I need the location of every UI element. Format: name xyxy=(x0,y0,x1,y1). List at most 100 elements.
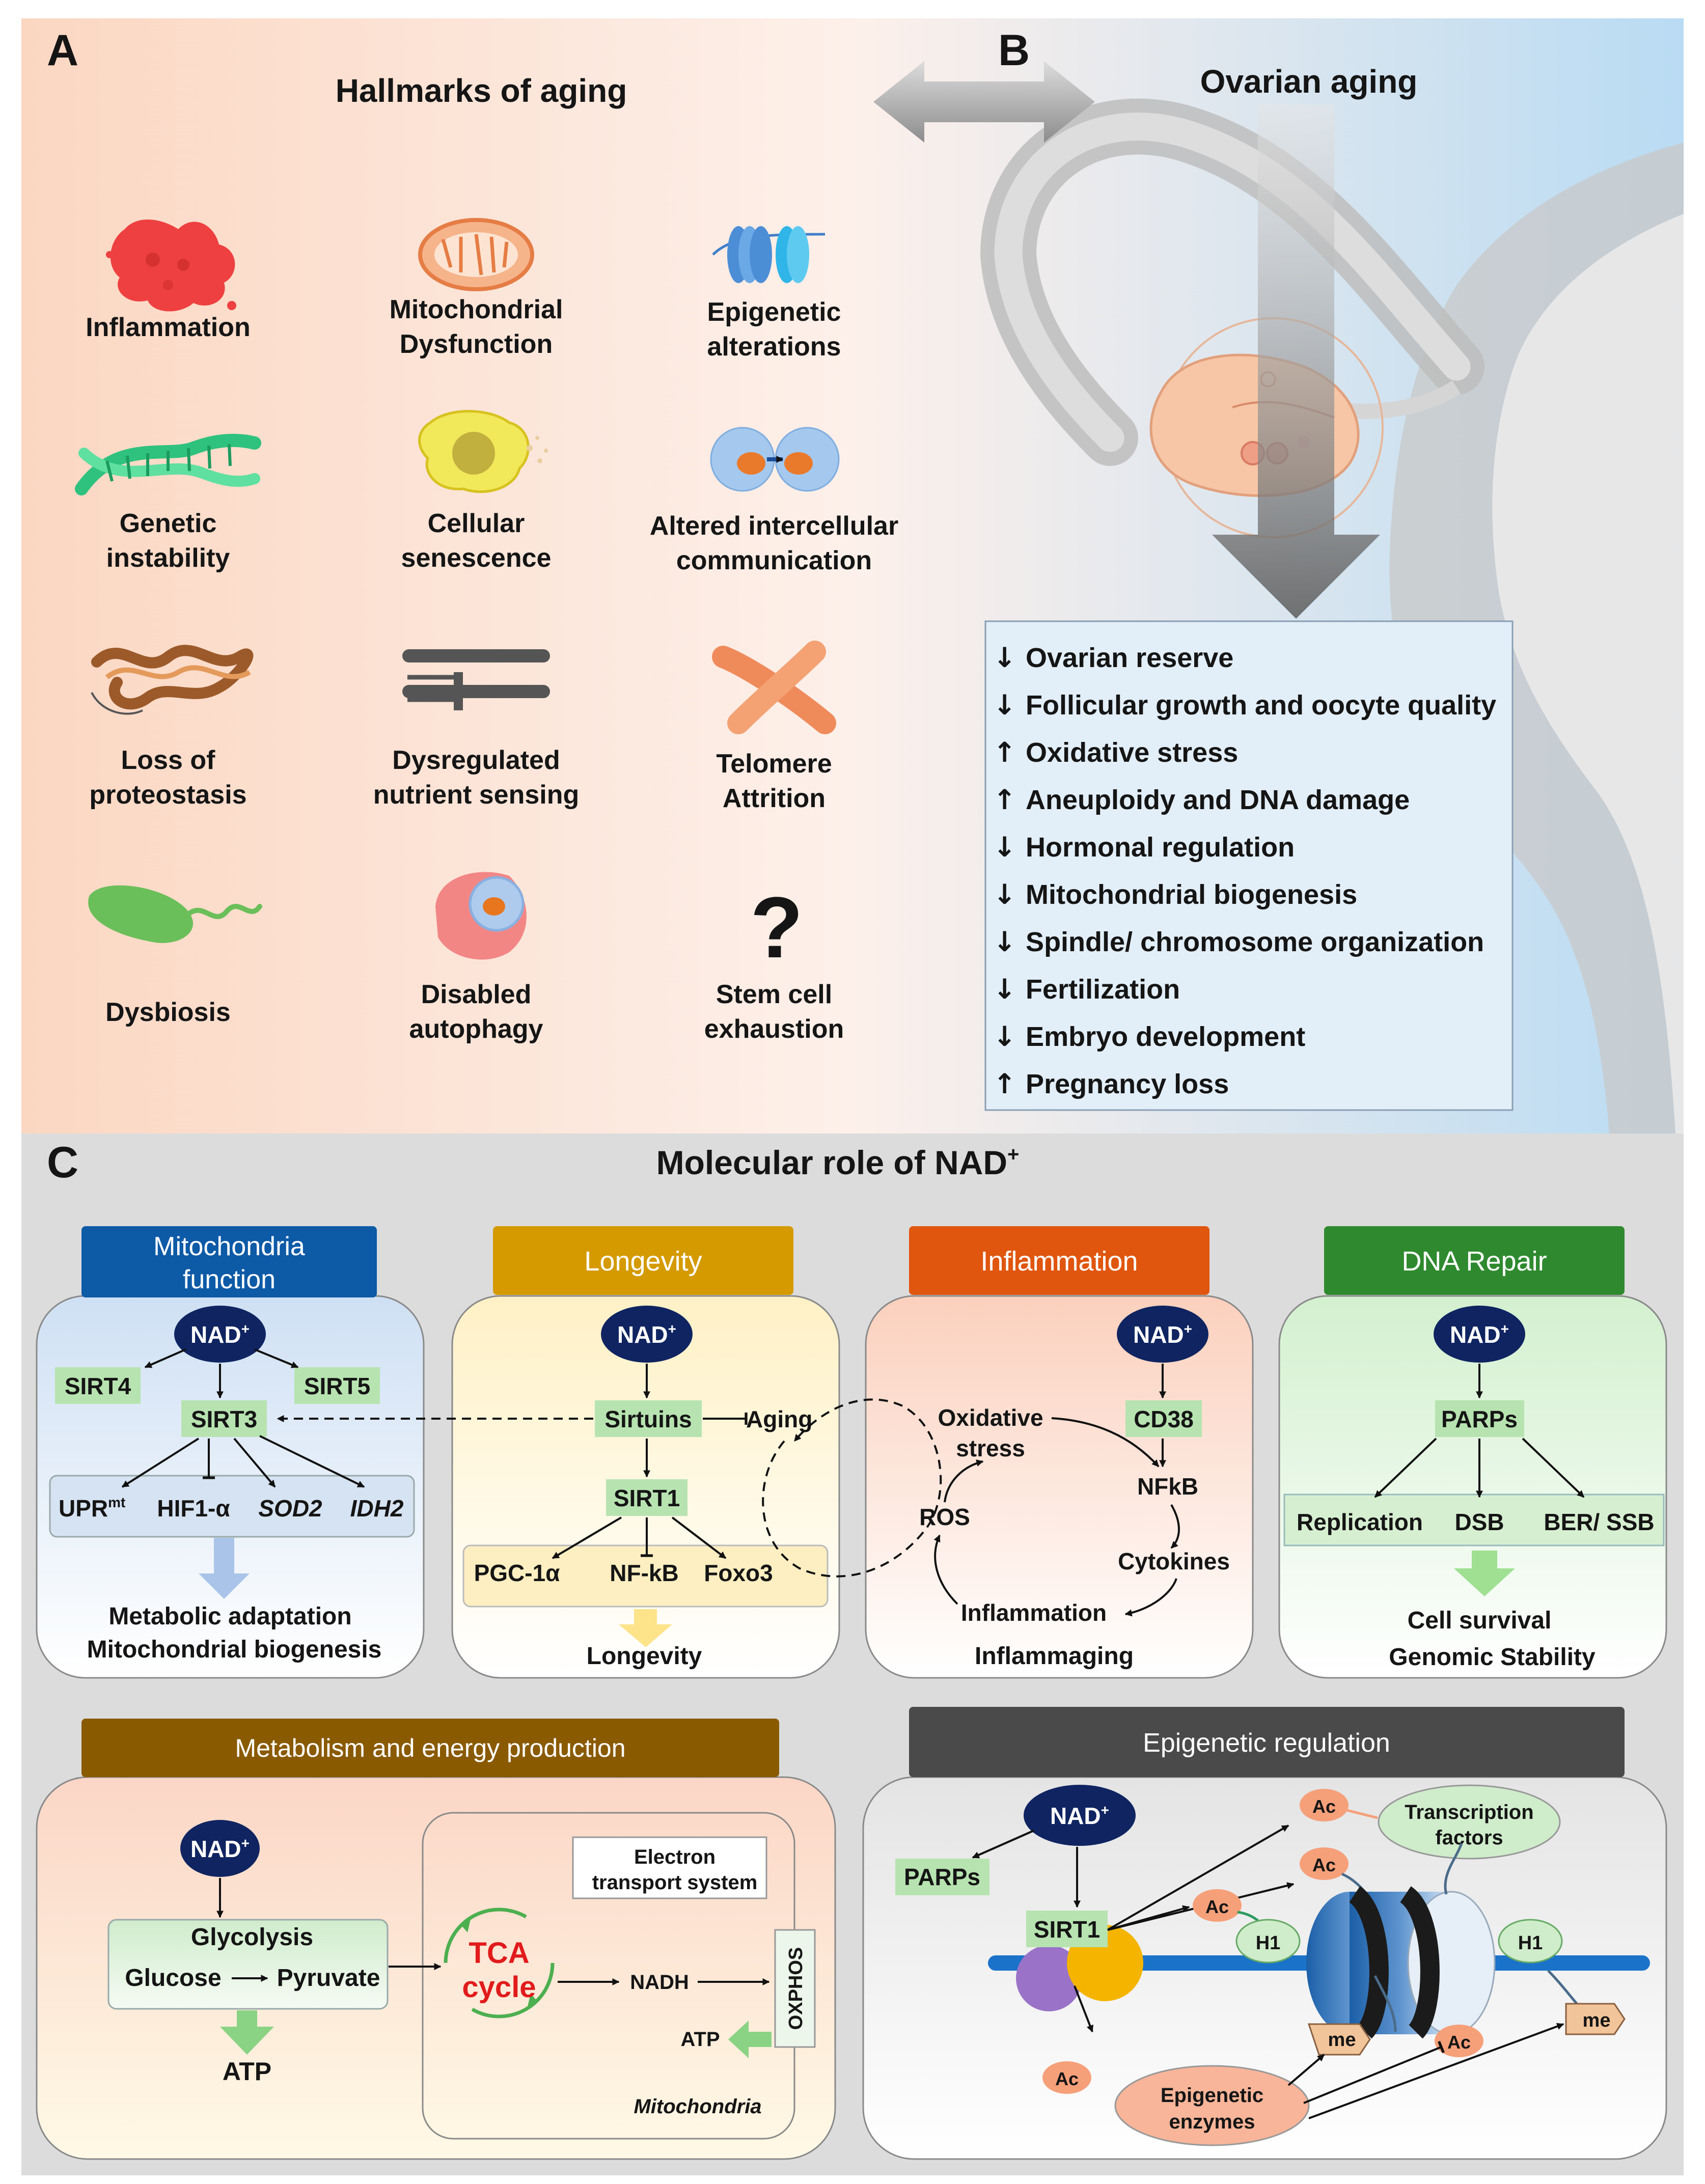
nad-label: NAD+ xyxy=(1450,1321,1509,1348)
nad-label: NAD+ xyxy=(617,1321,676,1348)
epigenetic-header-text: Epigenetic regulation xyxy=(1143,1728,1390,1758)
dna-box xyxy=(1278,1295,1667,1679)
inflammation-box xyxy=(865,1295,1254,1679)
panel-c-letter: C xyxy=(47,1138,78,1187)
dna-header-text: DNA Repair xyxy=(1401,1246,1547,1277)
mito-down-arrow xyxy=(199,1538,250,1599)
hallmark-label: Altered intercellular xyxy=(650,511,898,541)
nad-oval xyxy=(1024,1785,1136,1846)
hallmark-label: communication xyxy=(676,546,872,575)
dna-icon xyxy=(75,433,261,495)
effect-arrow-icon: ↓ xyxy=(993,1020,1026,1053)
foxo3-label: Foxo3 xyxy=(704,1560,773,1586)
acetyl-tag xyxy=(1435,2025,1483,2057)
hallmark-label: Telomere xyxy=(716,749,832,779)
hallmark-label: alterations xyxy=(707,332,841,362)
hallmark-label: instability xyxy=(106,543,230,573)
epigenetic-pathway: PARPs SIRT1 Ac Transcription factors Ac … xyxy=(895,1784,1650,2146)
nad-label: NAD+ xyxy=(190,1835,250,1862)
mito-header xyxy=(81,1226,377,1297)
hallmark-label: Mitochondrial xyxy=(390,295,563,324)
dna-outcome: Cell survival xyxy=(1408,1607,1552,1634)
senescent-cell-icon xyxy=(418,410,548,493)
ovarian-effect-item: ↑ Aneuploidy and DNA damage xyxy=(993,784,1410,816)
effect-text: Ovarian reserve xyxy=(1026,643,1233,673)
dna-outcome: Genomic Stability xyxy=(1389,1644,1596,1671)
hallmark-label: exhaustion xyxy=(704,1014,844,1044)
nfkb-label: NF-kB xyxy=(610,1560,678,1586)
longevity-pathway: Sirtuins Aging SIRT1 PGC-1α NF-kB Foxo3 … xyxy=(277,1364,829,1670)
panel-b-title: Ovarian aging xyxy=(1200,63,1418,100)
mito-header-text: function xyxy=(183,1265,276,1294)
acetyl-tag xyxy=(1042,2061,1091,2094)
dna-header xyxy=(1324,1226,1625,1295)
effect-text: Aneuploidy and DNA damage xyxy=(1026,785,1410,815)
effect-text: Follicular growth and oocyte quality xyxy=(1026,690,1496,721)
question-mark-icon: ? xyxy=(750,879,803,976)
nad-oval xyxy=(1117,1306,1208,1363)
inflammation-icon xyxy=(106,219,236,312)
dsb-label: DSB xyxy=(1454,1509,1504,1535)
sirt1-label: SIRT1 xyxy=(614,1485,680,1511)
mito-pathway: SIRT4 SIRT5 SIRT3 UPRmt HIF1-α SOD2 IDH2… xyxy=(49,1348,415,1663)
pgc-label: PGC-1α xyxy=(474,1560,560,1586)
acetyl-tag xyxy=(1300,1789,1349,1821)
nadh-label: NADH xyxy=(630,1971,689,1994)
panel-a-title: Hallmarks of aging xyxy=(336,72,627,109)
glucose-label: Glucose xyxy=(125,1965,221,1992)
longevity-down-arrow xyxy=(619,1609,672,1647)
hallmark-label: autophagy xyxy=(409,1014,543,1044)
epigenetic-header xyxy=(909,1707,1625,1777)
ovarian-effect-item: ↓ Mitochondrial biogenesis xyxy=(993,878,1357,910)
transcription-factors xyxy=(1378,1784,1561,1860)
sirt1-complex xyxy=(1016,1945,1082,2011)
acetyl-tag xyxy=(1193,1889,1242,1922)
oxidative-stress-label: Oxidative xyxy=(938,1404,1043,1431)
atp-label: ATP xyxy=(680,2028,720,2051)
hallmark-labels: Inflammation Mitochondrial Dysfunction E… xyxy=(86,295,898,1044)
oxphos-label: OXPHOS xyxy=(785,1947,807,2030)
inflammation-pathway: CD38 Oxidative stress NFkB ROS Cytokines… xyxy=(919,1364,1230,1670)
atp-left-arrow xyxy=(728,2021,772,2058)
dna-down-arrow xyxy=(1454,1551,1515,1596)
inflammation-header xyxy=(909,1226,1209,1295)
methyl-tag xyxy=(1307,2023,1371,2056)
hallmark-label: Disabled xyxy=(421,980,532,1009)
methyl-tag xyxy=(1565,2003,1626,2035)
ovarian-effect-item: ↓ Follicular growth and oocyte quality xyxy=(993,689,1496,721)
cell-communication-icon xyxy=(710,427,840,492)
oxphos-box xyxy=(774,1929,816,2048)
histone-h1 xyxy=(1235,1919,1301,1964)
nad-label: NAD+ xyxy=(190,1321,250,1348)
ovarian-effect-item: ↓ Ovarian reserve xyxy=(993,642,1233,674)
nad-oval xyxy=(1434,1306,1525,1363)
ac-label: Ac xyxy=(1312,1855,1336,1875)
ets-label: transport system xyxy=(592,1871,758,1894)
glycolysis-box xyxy=(107,1919,389,2010)
cytokines-label: Cytokines xyxy=(1118,1548,1230,1574)
tca-cycle-ring xyxy=(444,1907,555,2019)
atp-down-arrow xyxy=(220,2010,274,2055)
tf-label: Transcription xyxy=(1405,1801,1533,1823)
histone-h1 xyxy=(1498,1919,1563,1964)
ets-label: Electron xyxy=(634,1846,716,1868)
parps-label: PARPs xyxy=(1441,1406,1518,1432)
tf-label: factors xyxy=(1435,1827,1503,1849)
metabolism-header-text: Metabolism and energy production xyxy=(235,1734,625,1762)
ros-label: ROS xyxy=(919,1504,970,1530)
hallmark-label: senescence xyxy=(401,543,552,573)
hallmark-label: Dysregulated xyxy=(392,745,560,775)
mito-header-text: Mitochondria xyxy=(153,1232,305,1261)
me-label: me xyxy=(1328,2029,1356,2051)
longevity-header-text: Longevity xyxy=(584,1246,702,1277)
metabolism-header xyxy=(81,1719,779,1777)
hallmark-label: Loss of xyxy=(121,745,216,775)
ets-box xyxy=(572,1836,767,1899)
panel-b-letter: B xyxy=(998,26,1030,75)
sirt4-label: SIRT4 xyxy=(65,1373,131,1399)
hallmark-label: proteostasis xyxy=(89,780,246,810)
ovarian-aging-arrow xyxy=(1212,104,1380,619)
effect-text: Oxidative stress xyxy=(1026,737,1238,768)
acetyl-tag xyxy=(1300,1847,1349,1880)
